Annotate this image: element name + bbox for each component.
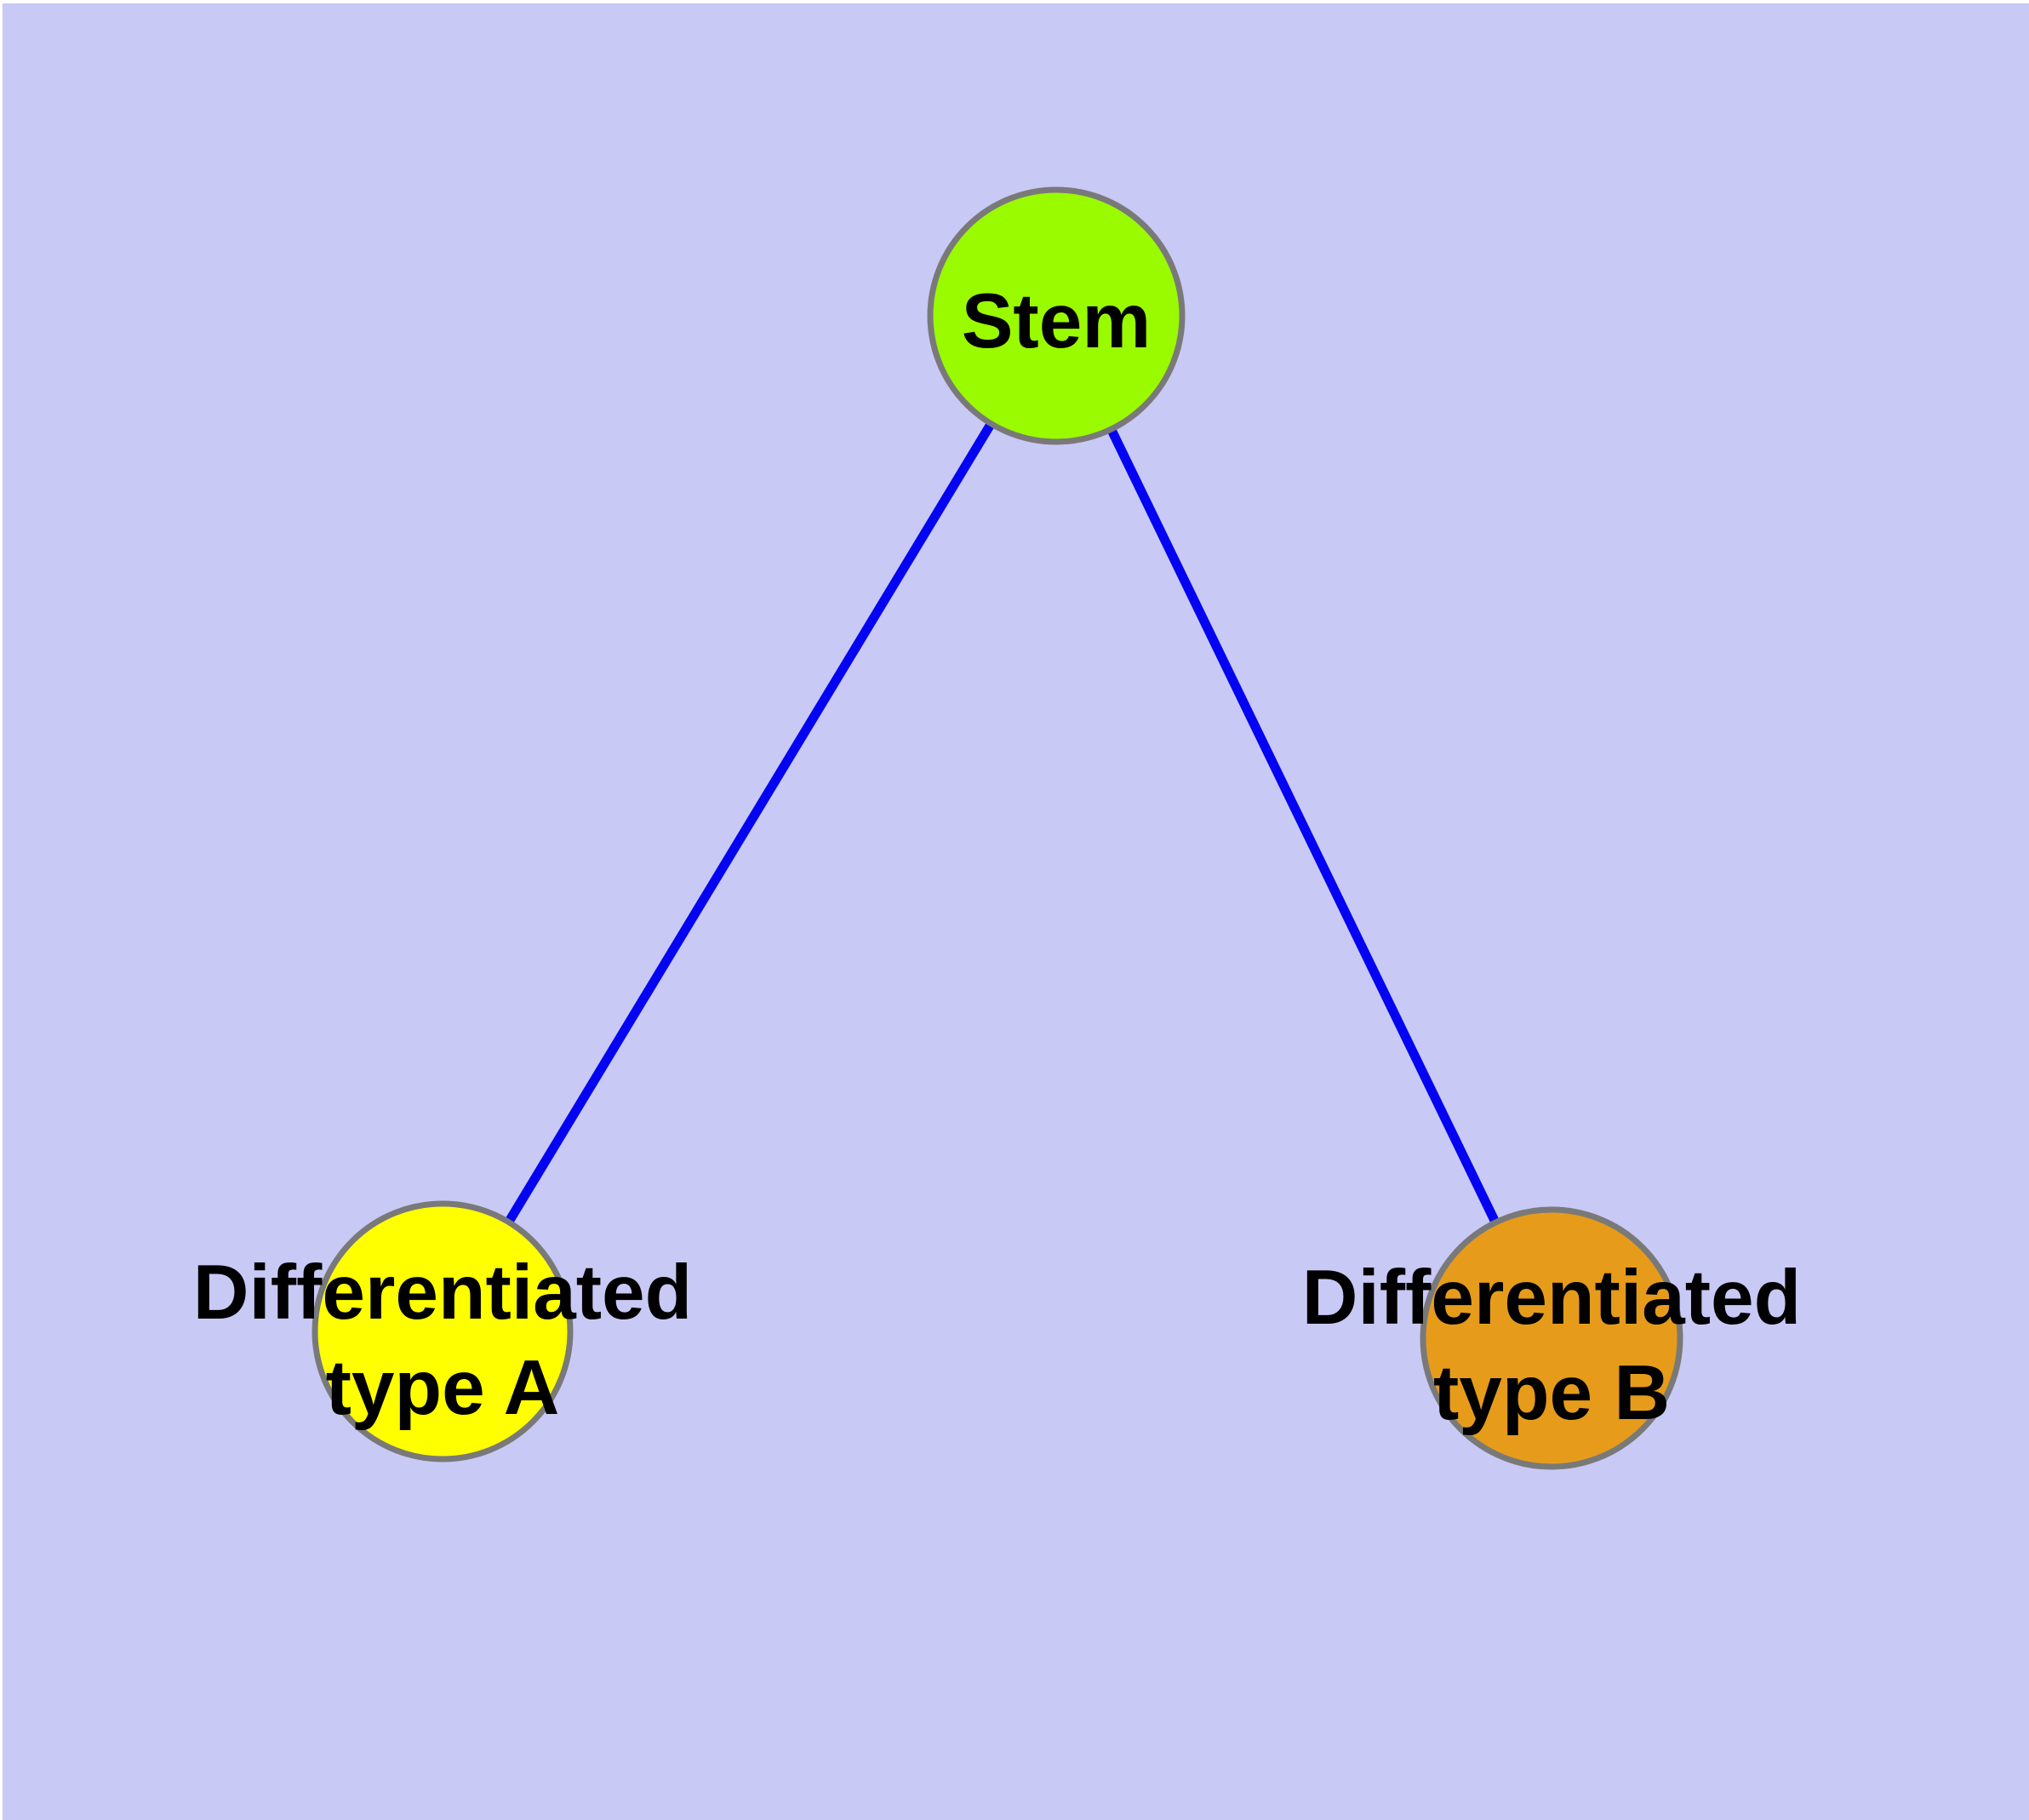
node-type-b-label-line2: type B	[1433, 1350, 1670, 1436]
node-type-b-label-line1: Differentiated	[1302, 1255, 1802, 1341]
node-type-a-label-line1: Differentiated	[193, 1250, 693, 1336]
edge-stem-to-type-a	[438, 313, 1060, 1334]
node-type-b[interactable]	[1420, 1206, 1683, 1470]
node-type-a-label-line2: type A	[326, 1345, 560, 1431]
node-stem[interactable]	[927, 186, 1186, 445]
node-type-a[interactable]	[311, 1200, 574, 1462]
edge-stem-to-type-b	[1052, 313, 1556, 1341]
node-stem-label: Stem	[962, 278, 1152, 364]
